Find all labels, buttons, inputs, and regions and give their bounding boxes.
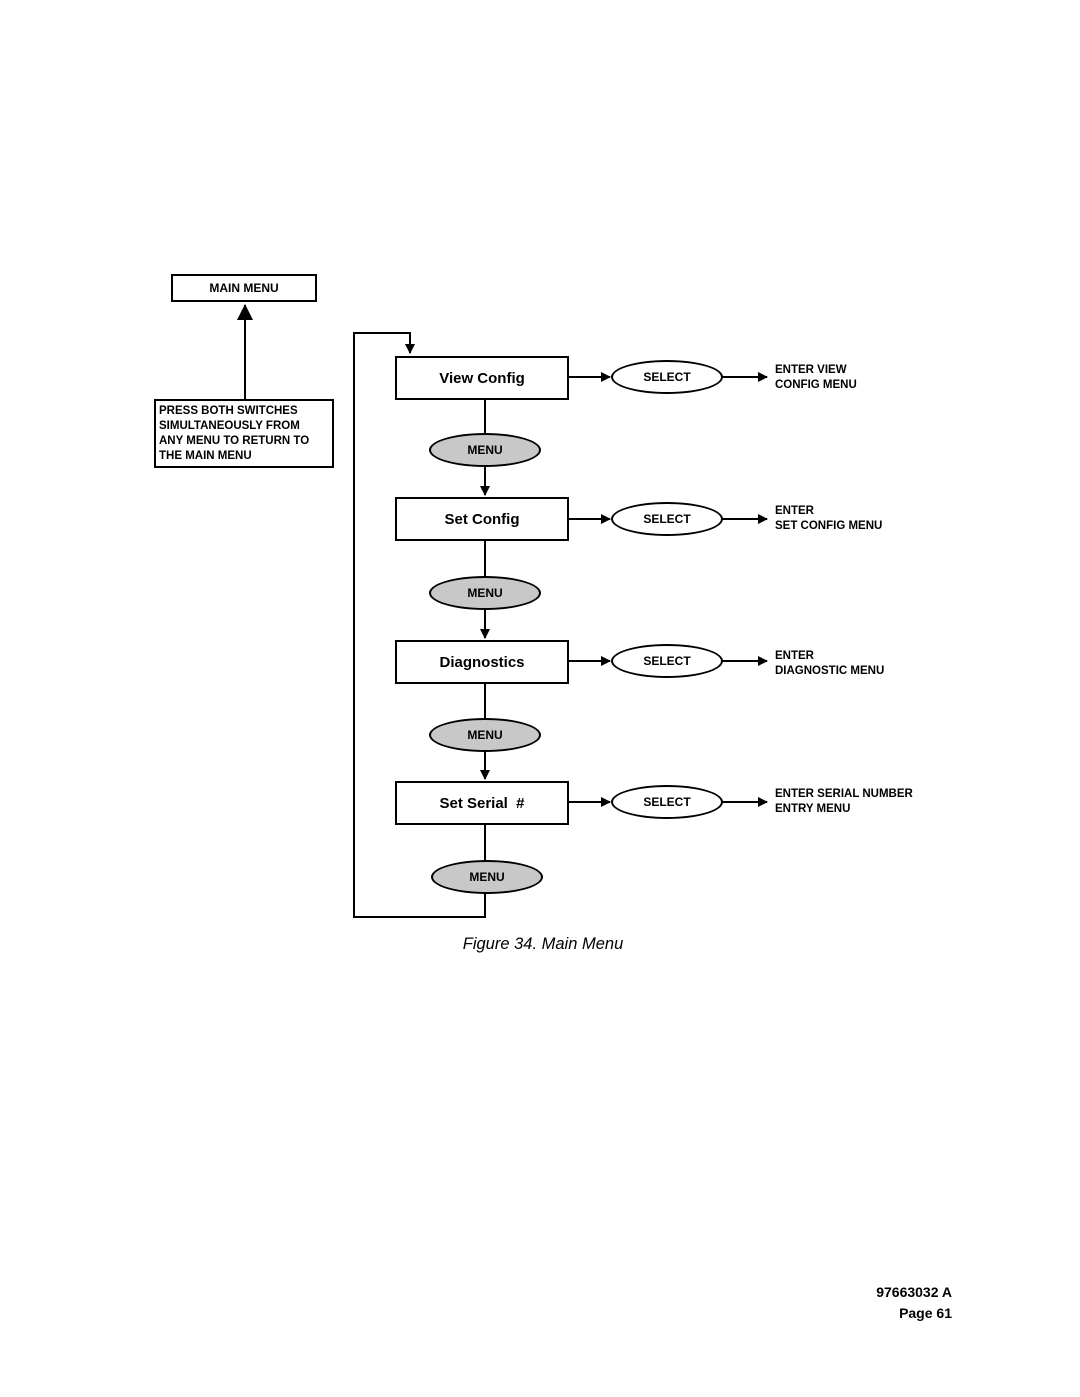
select-label: SELECT [643,512,691,526]
loop-back-line [353,332,486,918]
state-view-config: View Config [395,356,569,400]
state-label: Set Config [444,510,520,528]
menu-button-4: MENU [431,860,543,894]
result-line: ENTER [775,650,814,662]
result-line: ENTER VIEW [775,364,847,376]
state-label: Diagnostics [439,653,525,671]
menu-label: MENU [467,443,503,457]
menu-button-1: MENU [429,433,541,467]
menu-button-2: MENU [429,576,541,610]
main-menu-box: MAIN MENU [171,274,317,302]
doc-number: 97663032 A [876,1284,952,1300]
return-note-line: PRESS BOTH SWITCHES [159,405,298,417]
select-button-view-config: SELECT [611,360,723,394]
result-line: DIAGNOSTIC MENU [775,665,885,677]
menu-label: MENU [467,586,503,600]
result-line: ENTER [775,505,814,517]
result-line: ENTER SERIAL NUMBER [775,788,913,800]
return-note-line: ANY MENU TO RETURN TO [159,435,310,447]
select-label: SELECT [643,795,691,809]
return-note-line: THE MAIN MENU [159,450,252,462]
figure-caption: Figure 34. Main Menu [462,935,624,953]
select-button-set-serial: SELECT [611,785,723,819]
state-label: Set Serial # [439,794,525,812]
result-view-config: ENTER VIEW CONFIG MENU [775,363,857,393]
result-diagnostics: ENTER DIAGNOSTIC MENU [775,649,884,679]
state-set-config: Set Config [395,497,569,541]
state-label: View Config [439,369,525,387]
select-button-set-config: SELECT [611,502,723,536]
return-note-box: PRESS BOTH SWITCHES SIMULTANEOUSLY FROM … [154,399,334,468]
menu-label: MENU [469,870,505,884]
result-set-serial: ENTER SERIAL NUMBER ENTRY MENU [775,787,913,817]
select-button-diagnostics: SELECT [611,644,723,678]
select-label: SELECT [643,370,691,384]
main-menu-label: MAIN MENU [209,281,279,295]
menu-label: MENU [467,728,503,742]
state-diagnostics: Diagnostics [395,640,569,684]
return-note-line: SIMULTANEOUSLY FROM [159,420,300,432]
result-line: CONFIG MENU [775,379,857,391]
select-label: SELECT [643,654,691,668]
result-line: ENTRY MENU [775,803,851,815]
result-set-config: ENTER SET CONFIG MENU [775,504,882,534]
result-line: SET CONFIG MENU [775,520,883,532]
page-number: Page 61 [899,1305,952,1321]
state-set-serial: Set Serial # [395,781,569,825]
menu-button-3: MENU [429,718,541,752]
